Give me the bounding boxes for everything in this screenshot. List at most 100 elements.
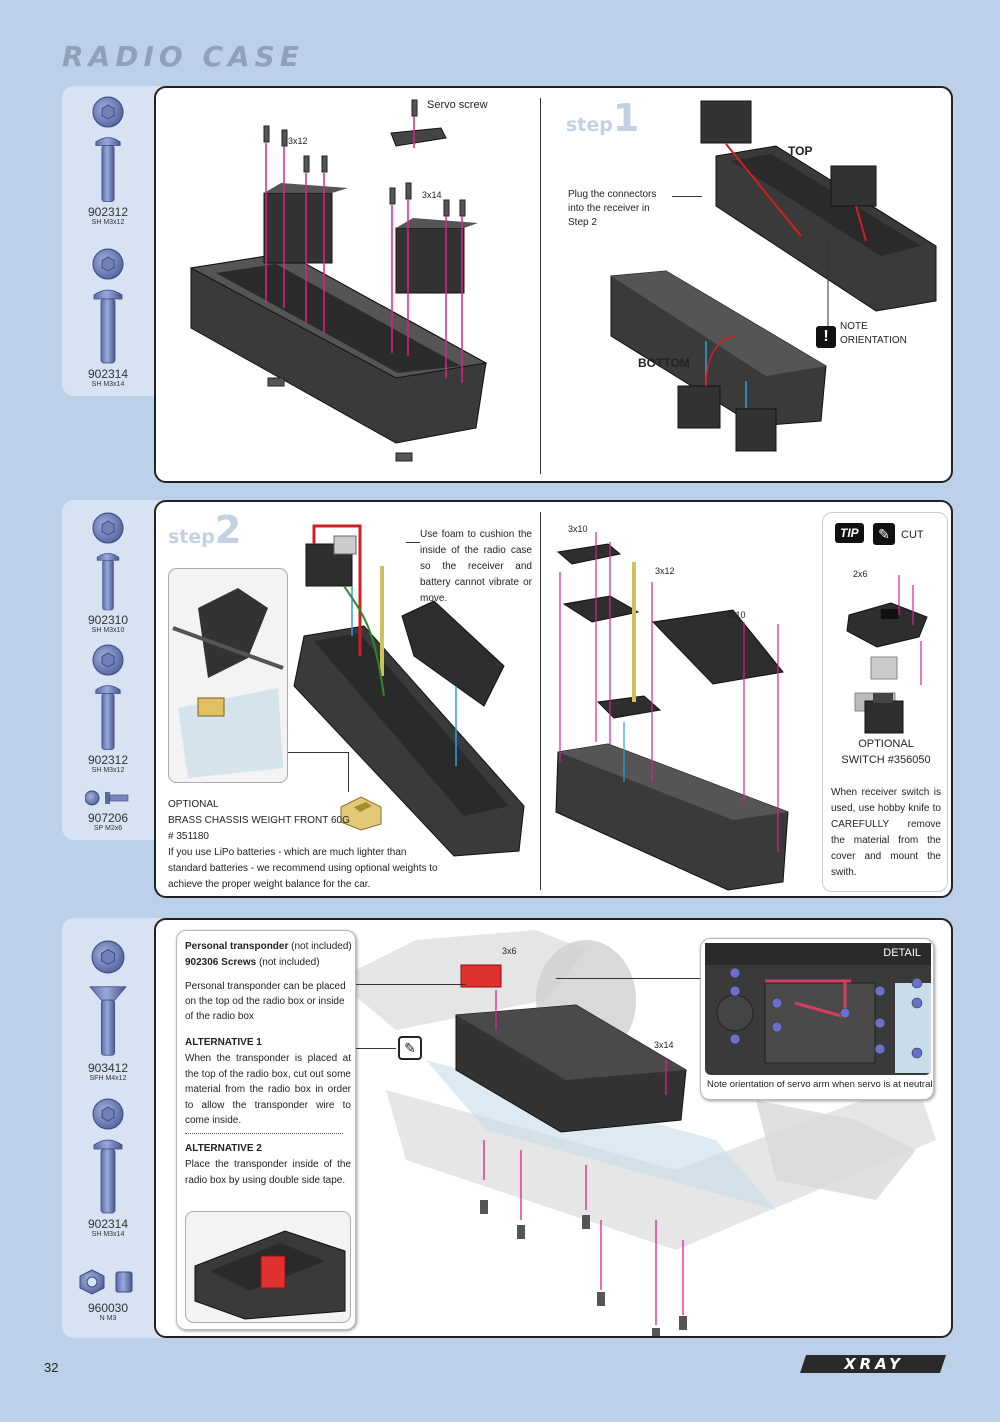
servo-arm-detail-illustration — [705, 943, 931, 1075]
part-number: 902314 — [87, 367, 129, 381]
size-label-3x12: 3x12 — [655, 566, 675, 576]
transponder-note: Personal transponder can be placed on th… — [185, 981, 346, 1022]
button-head-screw-icon — [92, 644, 124, 676]
page-title: RADIO CASE — [62, 40, 304, 73]
switch-optional-label: OPTIONAL — [858, 738, 914, 750]
switch-number-label: SWITCH #356050 — [841, 754, 931, 766]
assembly-panel-2: step2 Use foam to cushion the inside of … — [154, 500, 953, 898]
detail-box: DETAIL Note orientation of servo arm whe… — [700, 938, 934, 1100]
brass-weight-title: BRASS CHASSIS WEIGHT FRONT 60G — [168, 815, 350, 826]
alternative-1-title: ALTERNATIVE 1 — [185, 1037, 262, 1048]
size-label-3x10-a: 3x10 — [568, 524, 588, 534]
button-head-screw-icon — [92, 135, 124, 205]
step-word: step — [566, 114, 613, 136]
step-1-label: step1 — [566, 96, 639, 140]
detail-label: DETAIL — [883, 947, 921, 959]
alternative-callout-line — [356, 1048, 396, 1049]
tip-box: TIP ✎ CUT 2x6 OPTIONAL SWITCH #356050 Wh… — [822, 512, 948, 892]
part-spec: SH M3x10 — [91, 627, 125, 634]
button-head-screw-icon — [92, 1137, 124, 1217]
chassis-weight-inset-illustration — [168, 568, 288, 783]
weight-callout-line — [288, 752, 348, 753]
part-907206: 907206 SP M2x6 — [62, 790, 154, 833]
screws-title: 902306 Screws — [185, 957, 257, 968]
part-902310: 902310 SH M3x10 — [62, 512, 154, 635]
knife-icon: ✎ — [398, 1036, 422, 1060]
part-903412: 903412 SFH M4x12 — [62, 940, 154, 1083]
button-head-screw-icon — [92, 551, 124, 613]
note-orientation-label: NOTE ORIENTATION — [840, 321, 907, 346]
radio-case-covers-illustration — [555, 532, 789, 891]
cut-label: CUT — [901, 529, 924, 541]
brass-weight-icon — [340, 796, 382, 831]
tip-badge: TIP — [835, 523, 864, 543]
part-902314: 902314 SH M3x14 — [62, 248, 154, 389]
optional-label: OPTIONAL — [168, 799, 219, 810]
part-number: 902314 — [87, 1217, 129, 1231]
size-label-3x6: 3x6 — [502, 946, 517, 956]
detail-callout-line — [556, 978, 700, 979]
part-number: 903412 — [87, 1061, 129, 1075]
switch-icon — [864, 693, 904, 734]
panel-divider — [540, 98, 541, 474]
screws-heading: 902306 Screws (not included) — [185, 955, 355, 970]
parts-sidebar-3: 903412 SFH M4x12 902314 SH M3x14 960030 … — [62, 918, 162, 1338]
knife-icon: ✎ — [873, 523, 895, 545]
part-number: 902312 — [87, 753, 129, 767]
size-label-3x14: 3x14 — [422, 190, 442, 200]
part-number: 907206 — [87, 811, 129, 825]
parts-sidebar-1: 902312 SH M3x12 902314 SH M3x14 — [62, 86, 162, 396]
part-960030: 960030 N M3 — [62, 1268, 154, 1323]
part-902314: 902314 SH M3x14 — [62, 1098, 154, 1239]
step-number: 2 — [214, 508, 241, 552]
page-number: 32 — [44, 1360, 59, 1375]
size-label-3x14: 3x14 — [654, 1040, 674, 1050]
switch-note: When receiver switch is used, use hobby … — [831, 787, 941, 878]
part-spec: N M3 — [99, 1315, 117, 1322]
weight-callout-vline — [348, 752, 349, 792]
assembly-panel-1: Servo screw 3x12 3x14 step1 Plug the con… — [154, 86, 953, 483]
part-number: 902310 — [87, 613, 129, 627]
button-head-screw-icon — [92, 287, 124, 367]
part-number: 960030 — [87, 1301, 129, 1315]
transponder-heading: Personal transponder (not included) — [185, 939, 355, 954]
size-label-3x12: 3x12 — [288, 136, 308, 146]
step-word: step — [168, 526, 215, 548]
part-spec: SH M3x14 — [91, 1231, 125, 1238]
part-spec: SH M3x14 — [91, 381, 125, 388]
flat-head-screw-icon — [89, 981, 127, 1061]
assembly-panel-3: 3x6 3x14 Personal transponder (not inclu… — [154, 918, 953, 1338]
plug-callout-line — [672, 196, 702, 197]
part-spec: SP M2x6 — [93, 825, 123, 832]
transponder-info-box: Personal transponder (not included) 9023… — [176, 930, 356, 1330]
dotted-divider — [185, 1133, 343, 1134]
radio-case-top-bottom-illustration — [610, 100, 937, 452]
part-number: 902312 — [87, 205, 129, 219]
svg-text:XRAY: XRAY — [843, 1355, 904, 1373]
button-head-screw-icon — [92, 1098, 124, 1130]
button-head-screw-icon — [92, 96, 124, 128]
detail-caption: Note orientation of servo arm when servo… — [707, 1079, 933, 1090]
flat-head-screw-icon — [91, 940, 125, 974]
bottom-label: BOTTOM — [638, 356, 690, 370]
step-2-label: step2 — [168, 508, 241, 552]
servo-screw-label: Servo screw — [427, 99, 488, 111]
screws-suffix: (not included) — [256, 957, 320, 968]
transponder-inside-illustration — [185, 1211, 351, 1323]
radio-case-receiver-battery-illustration — [293, 524, 525, 857]
top-label: TOP — [788, 144, 813, 158]
nut-icon — [79, 1269, 133, 1295]
parts-sidebar-2: 902310 SH M3x10 902312 SH M3x12 907206 S… — [62, 500, 162, 840]
size-label-2x6: 2x6 — [853, 569, 868, 579]
alternative-2-text: Place the transponder inside of the radi… — [185, 1159, 351, 1186]
foam-note: Use foam to cushion the inside of the ra… — [420, 529, 532, 604]
radio-case-exploded-illustration — [189, 99, 488, 462]
alternative-1-text: When the transponder is placed at the to… — [185, 1053, 351, 1126]
foam-callout-line — [406, 542, 420, 543]
size-label-3x10-b: 3x10 — [726, 610, 746, 620]
part-spec: SFH M4x12 — [89, 1075, 127, 1082]
car-chassis-illustration — [336, 930, 936, 1336]
small-screw-icon — [84, 790, 129, 806]
panel-divider — [540, 512, 541, 890]
part-spec: SH M3x12 — [91, 767, 125, 774]
